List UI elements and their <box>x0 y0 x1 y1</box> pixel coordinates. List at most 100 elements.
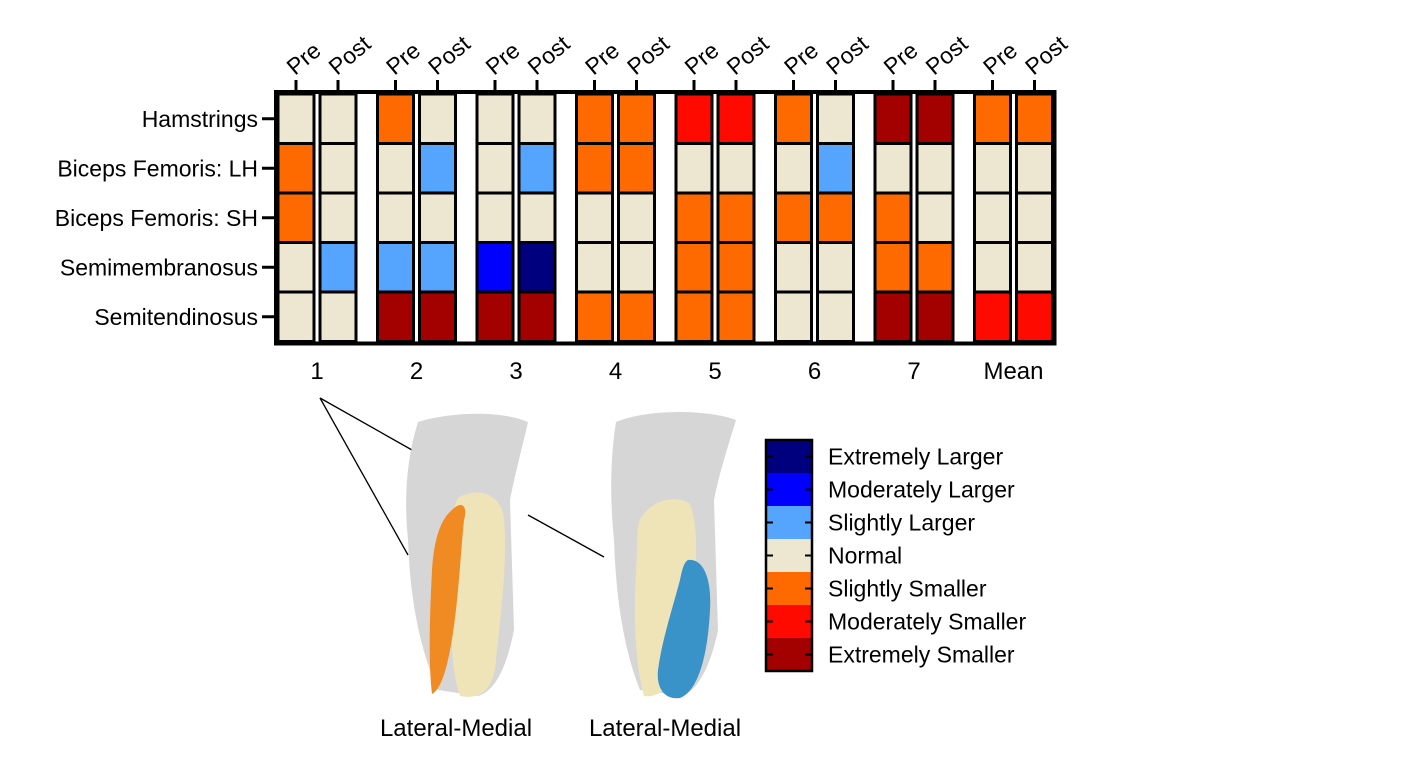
legend-swatch <box>766 572 812 605</box>
heatmap-cell <box>915 191 955 244</box>
heatmap-cell <box>575 191 614 244</box>
column-label: Pre <box>779 37 823 80</box>
heatmap-cell <box>973 241 1012 294</box>
column-label: Pre <box>282 37 326 80</box>
thigh-illustration-right: Lateral-Medial <box>589 412 741 742</box>
heatmap-cell <box>475 191 515 244</box>
heatmap-cell <box>575 241 614 294</box>
column-label: Pre <box>879 37 923 80</box>
heatmap-cell <box>1015 290 1054 343</box>
column-label: Post <box>722 30 774 80</box>
legend-label: Normal <box>828 543 902 569</box>
heatmap-cell <box>716 191 756 244</box>
row-label: Semimembranosus <box>60 254 258 280</box>
column-label: Post <box>324 30 376 80</box>
heatmap-cell <box>774 241 813 294</box>
legend-swatch <box>766 473 812 506</box>
heatmap-cell <box>475 290 515 343</box>
heatmap-cell <box>575 142 614 195</box>
connector-lines <box>319 397 605 558</box>
legend-swatch <box>766 539 812 572</box>
heatmap-cell <box>276 92 316 145</box>
heatmap-cell <box>617 241 656 294</box>
thigh-illustration-left: Lateral-Medial <box>380 413 532 742</box>
legend-swatch <box>766 605 812 638</box>
heatmap-cell <box>873 290 913 343</box>
heatmap-cell <box>774 92 813 145</box>
heatmap-cell <box>873 92 913 145</box>
heatmap-cell <box>418 142 457 195</box>
heatmap-cell <box>816 241 855 294</box>
column-label: Pre <box>481 37 525 80</box>
heatmap-cell <box>475 241 515 294</box>
group-label: Mean <box>983 358 1043 385</box>
heatmap-cell <box>475 142 515 195</box>
heatmap-cell <box>318 290 358 343</box>
heatmap-cell <box>816 92 855 145</box>
legend-frame <box>764 438 814 673</box>
heatmap-cell <box>276 142 316 195</box>
heatmap-cell <box>973 191 1012 244</box>
heatmap-cell <box>517 142 557 195</box>
heatmap-cell <box>973 142 1012 195</box>
heatmap-cell <box>915 241 955 294</box>
heatmap-cell <box>716 290 756 343</box>
heatmap-cell <box>915 92 955 145</box>
row-label: Biceps Femoris: SH <box>55 205 258 231</box>
heatmap-cell <box>617 142 656 195</box>
heatmap-cell <box>1015 92 1054 145</box>
connector-line <box>319 397 409 556</box>
heatmap-cell <box>617 92 656 145</box>
heatmap-cell <box>376 191 415 244</box>
row-label: Semitendinosus <box>94 304 258 330</box>
heatmap-cell <box>475 92 515 145</box>
heatmap-cell <box>873 191 913 244</box>
row-label: Biceps Femoris: LH <box>57 155 258 181</box>
column-label: Post <box>921 30 973 80</box>
column-label: Post <box>523 30 575 80</box>
highlight-muscle <box>657 559 711 699</box>
heatmap-cell <box>276 241 316 294</box>
legend-swatch <box>766 440 812 473</box>
heatmap-cell <box>418 241 457 294</box>
group-label: 5 <box>708 358 721 385</box>
heatmap-cell <box>973 92 1012 145</box>
heatmap-cell <box>376 142 415 195</box>
heatmap-cell <box>376 241 415 294</box>
heatmap-cell <box>376 92 415 145</box>
heatmap-cell <box>318 142 358 195</box>
muscle-shape <box>451 492 506 697</box>
legend-swatch <box>766 506 812 539</box>
heatmap-cell <box>774 142 813 195</box>
heatmap-cell <box>575 92 614 145</box>
caption-left: Lateral-Medial <box>380 715 532 742</box>
highlight-muscle <box>429 505 466 694</box>
legend-swatch <box>766 638 812 671</box>
heatmap-cell <box>276 191 316 244</box>
heatmap-cell <box>517 290 557 343</box>
heatmap-cell <box>716 92 756 145</box>
group-label: 3 <box>509 358 522 385</box>
heatmap-cell <box>674 142 714 195</box>
heatmap-cell <box>873 142 913 195</box>
heatmap-cell <box>915 290 955 343</box>
column-label: Post <box>423 30 475 80</box>
heatmap-cell <box>674 191 714 244</box>
group-label: 7 <box>907 358 920 385</box>
column-label: Post <box>1020 30 1072 80</box>
connector-line <box>319 397 413 451</box>
heatmap-cell <box>418 92 457 145</box>
legend-label: Extremely Smaller <box>828 642 1015 668</box>
column-label: Post <box>622 30 674 80</box>
heatmap-cell <box>617 191 656 244</box>
connector-line <box>527 514 605 558</box>
heatmap-cell <box>517 241 557 294</box>
group-label: 2 <box>410 358 423 385</box>
column-label: Pre <box>381 37 425 80</box>
heatmap-cell <box>575 290 614 343</box>
